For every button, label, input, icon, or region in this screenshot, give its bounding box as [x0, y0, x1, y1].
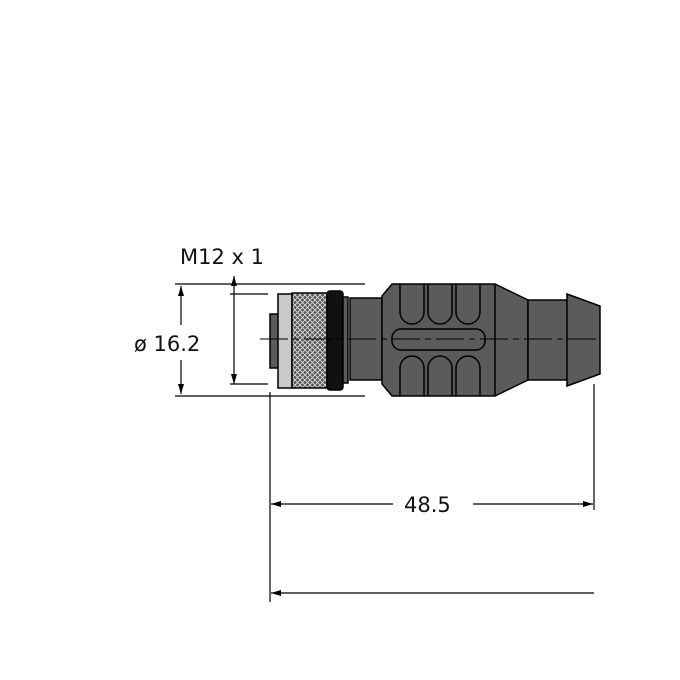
connector-body [269, 283, 601, 397]
diameter-label: ø 16.2 [134, 332, 200, 356]
knurled-nut [291, 292, 328, 389]
small-ring [342, 296, 349, 384]
cable [527, 299, 569, 381]
length-label: 48.5 [404, 493, 451, 517]
front-ring [277, 293, 293, 389]
top-grooves [399, 284, 481, 325]
dimensions [175, 276, 595, 602]
bottom-grooves [399, 355, 481, 396]
thread-label: M12 x 1 [180, 245, 264, 269]
cable-flare [566, 292, 601, 388]
seal-ring [326, 290, 344, 391]
